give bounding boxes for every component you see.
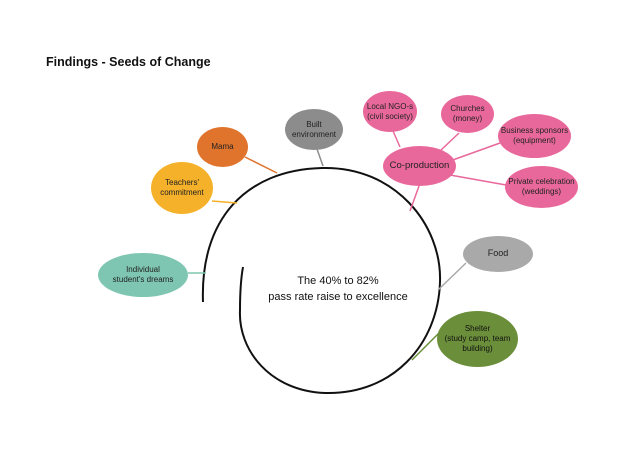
node-label: (study camp, team: [444, 334, 511, 343]
node-label: (weddings): [521, 187, 562, 196]
node-label: Teachers': [165, 178, 199, 187]
node-private-celebration: Private celebration(weddings): [505, 166, 578, 208]
connector-food: [437, 262, 467, 291]
node-churches: Churches(money): [441, 95, 494, 133]
connector-coproduction: [409, 185, 420, 212]
node-label: commitment: [160, 188, 204, 197]
node-label: building): [462, 344, 493, 353]
node-label: Private celebration: [508, 177, 575, 186]
node-label: Mama: [211, 142, 234, 151]
node-teachers-commitment: Teachers'commitment: [151, 162, 213, 214]
node-label: Built: [306, 119, 322, 129]
connector-built: [316, 148, 324, 167]
page-title: Findings - Seeds of Change: [46, 55, 211, 69]
connector-business: [449, 142, 501, 162]
node-label: Co-production: [389, 160, 450, 172]
center-line-1: The 40% to 82%: [297, 275, 379, 287]
node-mama: Mama: [197, 127, 248, 167]
node-label: Shelter: [464, 324, 491, 333]
connector-private: [449, 174, 507, 186]
spiral: [201, 166, 442, 395]
connector-teachers: [211, 200, 238, 204]
node-label: (civil society): [367, 111, 413, 121]
node-label: Business sponsors: [500, 126, 569, 135]
connector-churches: [439, 132, 460, 152]
node-local-ngos: Local NGO-s(civil society): [363, 91, 417, 132]
node-label: environment: [291, 129, 337, 139]
node-label: Local NGO-s: [366, 101, 414, 111]
node-label: student's dreams: [112, 275, 174, 284]
center-goal: The 40% to 82% pass rate raise to excelle…: [248, 274, 428, 306]
center-line-2: pass rate raise to excellence: [268, 290, 408, 303]
node-label: Churches: [450, 104, 485, 113]
connector-ngo: [392, 130, 401, 148]
node-label: (money): [452, 114, 483, 123]
node-label: (equipment): [513, 136, 556, 145]
node-food: Food: [463, 236, 533, 272]
connector-mama: [244, 156, 278, 174]
node-label: Individual: [126, 265, 160, 274]
node-co-production: Co-production: [383, 146, 456, 186]
node-business-sponsors: Business sponsors(equipment): [498, 114, 571, 158]
node-label: Food: [487, 248, 509, 259]
